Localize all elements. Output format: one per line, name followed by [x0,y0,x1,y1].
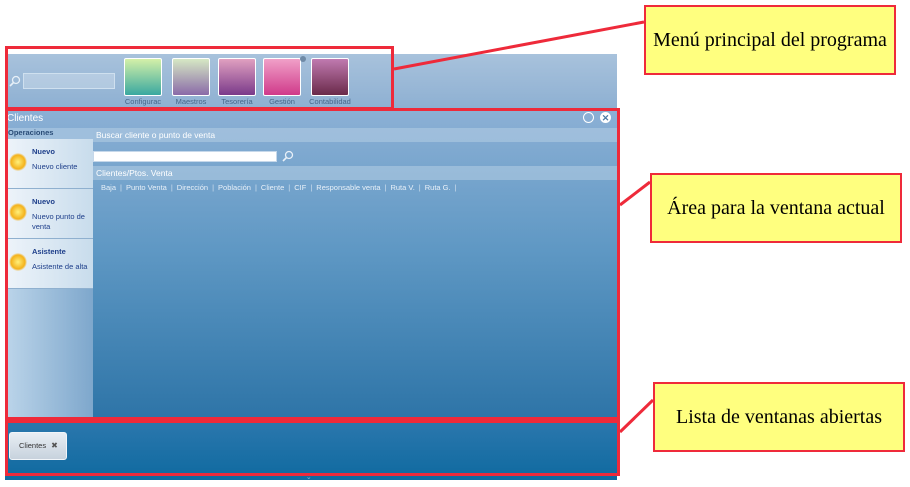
module-label: Gestión [269,97,295,106]
main-search-input[interactable] [23,73,115,89]
main-menu-bar: Configurac Maestros Tesorería Gestión Co… [5,54,617,108]
column-header[interactable]: Punto Venta [125,183,167,192]
column-header[interactable]: Ruta G. [424,183,451,192]
module-contabilidad[interactable]: Contabilidad [306,58,354,106]
window-close-icon[interactable]: ✕ [600,112,611,123]
resize-handle-icon[interactable]: ⌃⌄ [300,474,312,480]
window-minimize-icon[interactable] [583,112,594,123]
column-header[interactable]: Baja [101,183,117,192]
sidebar-item-nuevo-punto-venta[interactable]: Nuevo Nuevo punto de venta [5,189,93,239]
search-icon[interactable] [282,150,294,162]
callout-menu: Menú principal del programa [644,5,896,75]
column-header[interactable]: Dirección [176,183,209,192]
sidebar-item-nuevo-cliente[interactable]: Nuevo Nuevo cliente [5,139,93,189]
tree-icon [124,58,162,96]
column-header[interactable]: Población [218,183,251,192]
task-tab-clientes[interactable]: Clientes ✖ [9,432,67,460]
customer-search-input[interactable] [93,150,277,162]
module-configuracion[interactable]: Configurac [119,58,167,106]
column-headers: Baja| Punto Venta| Dirección| Población|… [97,183,457,192]
column-header[interactable]: Cliente [260,183,285,192]
window-title: Clientes [7,113,44,124]
sun-icon [9,253,27,271]
tree-icon [311,58,349,96]
list-highlight-box [5,420,620,476]
callout-line-menu [393,20,645,71]
callout-line-list [618,398,655,434]
task-tab-label: Clientes [19,441,47,450]
column-header[interactable]: CIF [294,183,307,192]
callout-line-area [619,180,651,207]
search-section-label: Buscar cliente o punto de venta [93,128,617,142]
sun-icon [9,203,27,221]
sidebar-item-title: Asistente [32,247,66,256]
list-section-label: Clientes/Ptos. Venta [93,166,617,180]
sidebar-header: Operaciones [5,128,93,139]
window-content: Buscar cliente o punto de venta Clientes… [93,128,617,420]
sidebar-item-subtitle: Asistente de alta [32,262,88,271]
module-label: Contabilidad [309,97,351,106]
callout-area: Área para la ventana actual [650,173,902,243]
column-header[interactable]: Responsable venta [316,183,381,192]
sidebar-item-subtitle: Nuevo cliente [32,162,78,171]
sidebar-item-title: Nuevo [32,147,55,156]
sidebar-item-subtitle: Nuevo punto de venta [32,212,85,231]
search-icon[interactable] [9,75,21,87]
callout-list: Lista de ventanas abiertas [653,382,905,452]
module-gestion[interactable]: Gestión [258,58,306,106]
sidebar-item-asistente[interactable]: Asistente Asistente de alta [5,239,93,289]
sun-icon [9,153,27,171]
main-search [9,73,115,89]
area-highlight-box [5,108,620,420]
app-window: Configurac Maestros Tesorería Gestión Co… [5,54,617,480]
current-window: Clientes ✕ Operaciones Nuevo Nuevo clien… [5,110,617,420]
module-maestros[interactable]: Maestros [167,58,215,106]
open-windows-bar: Clientes ✖ ⌃⌄ [5,422,617,480]
close-icon[interactable]: ✖ [51,441,58,450]
operations-sidebar: Operaciones Nuevo Nuevo cliente Nuevo Nu… [5,128,93,420]
module-tesoreria[interactable]: Tesorería [213,58,261,106]
tree-icon [218,58,256,96]
tree-icon [263,58,301,96]
sidebar-item-title: Nuevo [32,197,55,206]
module-label: Tesorería [221,97,253,106]
settings-icon[interactable] [300,56,306,62]
tree-icon [172,58,210,96]
module-label: Maestros [175,97,207,106]
module-label: Configurac [124,97,162,106]
customer-search [93,150,294,162]
column-header[interactable]: Ruta V. [390,183,415,192]
